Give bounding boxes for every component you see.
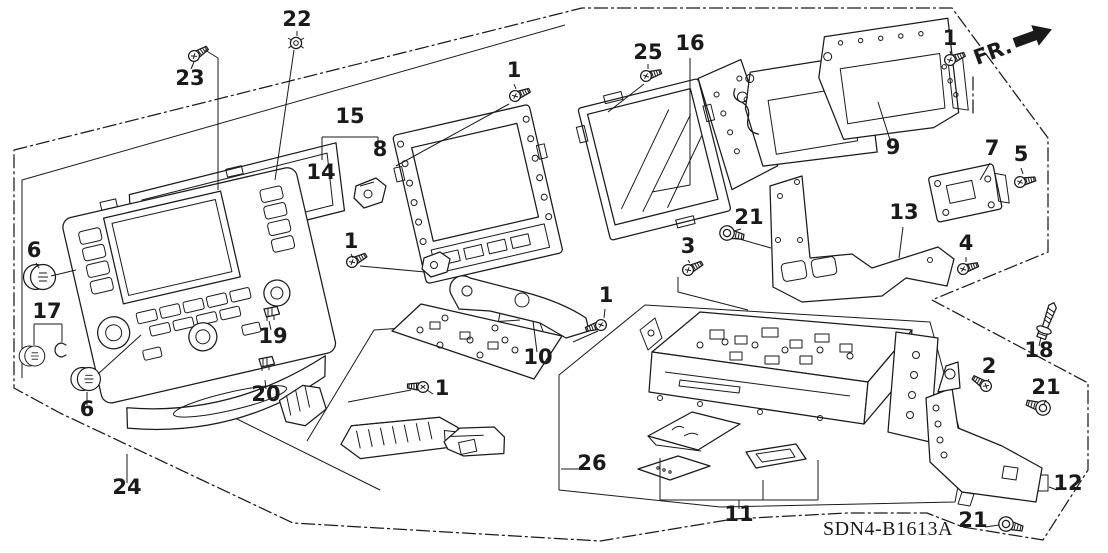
leader-lines (33, 31, 1058, 528)
callout-1-label-17: 1 (344, 229, 359, 253)
fr-direction-marker: FR. (970, 25, 1052, 70)
callout-10-label-21: 10 (523, 345, 552, 369)
lower-lip (126, 355, 326, 431)
callout-17-label-18: 17 (32, 299, 61, 323)
clip-17 (54, 342, 67, 358)
screw-4 (955, 257, 981, 277)
bracket-box-7 (928, 163, 1010, 223)
callout-14-label-8: 14 (306, 160, 335, 184)
screw-23 (185, 42, 211, 65)
nut-22 (287, 36, 305, 50)
assembly-border (13, 7, 1089, 542)
callout-18-label-22: 18 (1024, 338, 1053, 362)
screw-1-a (507, 83, 532, 104)
callout-2-label-23: 2 (982, 354, 997, 378)
audio-main-unit (639, 311, 939, 443)
callout-1-label-26: 1 (435, 376, 450, 400)
callout-21-label-24: 21 (1031, 375, 1060, 399)
fr-arrow-icon (1012, 25, 1052, 48)
callout-26-label-28: 26 (577, 451, 606, 475)
callout-12-label-30: 12 (1053, 471, 1082, 495)
callout-25-label-2: 25 (633, 40, 662, 64)
fr-label: FR. (970, 34, 1015, 70)
callout-20-label-25: 20 (251, 382, 280, 406)
screw-25 (638, 64, 664, 84)
callout-3-label-14: 3 (681, 234, 696, 258)
callout-11-label-31: 11 (724, 502, 753, 526)
button-trim-c (443, 426, 506, 457)
callout-1-label-5: 1 (507, 58, 522, 82)
center-joystick (188, 322, 218, 352)
callout-9-label-9: 9 (886, 135, 901, 159)
wire-harness (733, 88, 760, 135)
callout-6-label-16: 6 (27, 238, 42, 262)
callout-23-label-1: 23 (175, 66, 204, 90)
callout-1-label-4: 1 (943, 26, 958, 50)
callout-19-label-20: 19 (258, 324, 287, 348)
callout-5-label-11: 5 (1014, 142, 1029, 166)
callout-7-label-10: 7 (985, 136, 1000, 160)
screw-3 (679, 256, 705, 279)
screw-21-c (996, 514, 1025, 536)
volume-knob-mounted (97, 316, 131, 350)
callout-21-label-32: 21 (958, 508, 987, 532)
display-glass (586, 88, 719, 226)
callout-4-label-15: 4 (959, 231, 974, 255)
screw-21-b (1024, 396, 1053, 418)
callout-13-label-12: 13 (889, 200, 918, 224)
callout-16-label-3: 16 (675, 31, 704, 55)
corner-bracket-12 (925, 361, 1043, 507)
knob-6-upper (22, 263, 57, 291)
hinge-fittings (353, 177, 451, 278)
tune-knob-mounted (263, 279, 291, 307)
button-trim-a (278, 384, 327, 427)
cushion-pads (637, 411, 807, 481)
screw-1-d (583, 317, 609, 337)
callout-24-label-29: 24 (112, 475, 141, 499)
callout-21-label-13: 21 (734, 205, 763, 229)
bolt-18 (1033, 299, 1062, 342)
callout-1-label-19: 1 (599, 283, 614, 307)
side-bracket-13 (769, 175, 955, 303)
knob-17 (18, 345, 46, 367)
knob-6-lower (70, 366, 101, 392)
nav-screen-opening (102, 190, 241, 305)
disc-slot (678, 379, 741, 394)
callout-22-label-0: 22 (282, 7, 311, 31)
screw-1-e (406, 380, 430, 394)
callout-15-label-6: 15 (335, 104, 364, 128)
callout-6-label-27: 6 (80, 397, 95, 421)
button-trim-b (340, 416, 459, 460)
display-bracket-frame (392, 104, 563, 284)
display-unit (575, 58, 779, 241)
fasteners (18, 36, 1062, 536)
diagram-code: SDN4-B1613A (823, 518, 953, 540)
callout-8-label-7: 8 (373, 137, 388, 161)
screw-5 (1012, 172, 1037, 190)
switch-pcb (391, 303, 563, 380)
